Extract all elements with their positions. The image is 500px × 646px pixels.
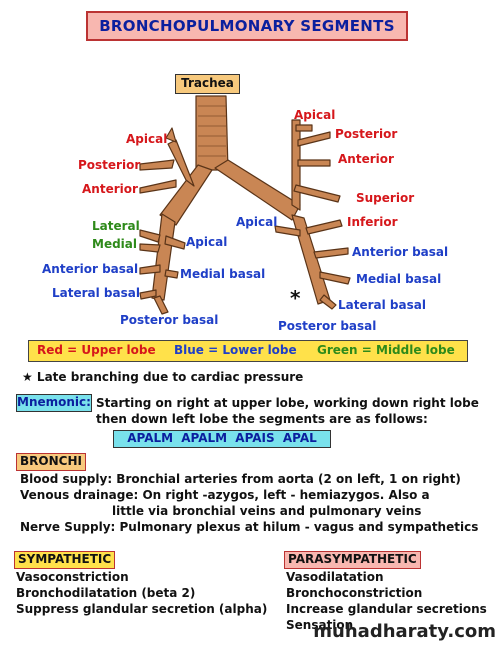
left-medial-basal-label: Medial basal [356,272,442,286]
bronchi-nerve-supply: Nerve Supply: Pulmonary plexus at hilum … [20,520,479,534]
mnemonic-line-2: then down left lobe the segments are as … [96,412,428,426]
bronchi-venous-drainage-cont: little via bronchial veins and pulmonary… [112,504,422,518]
bronchi-venous-drainage: Venous drainage: On right -azygos, left … [20,488,430,502]
sympathetic-item: Vasoconstriction [16,570,129,584]
left-anterior-basal-label: Anterior basal [352,245,449,259]
left-anterior-label: Anterior [338,152,394,166]
right-main-bronchus [159,164,213,226]
left-lateral-basal-label: Lateral basal [338,298,426,312]
parasympathetic-tag: PARASYMPATHETIC [284,551,421,569]
right-apical-lower-label: Apical [186,235,228,249]
legend-upper-lobe: Red = Upper lobe [37,343,156,357]
parasympathetic-item: Vasodilatation [286,570,384,584]
right-apical-label: Apical [126,132,168,146]
lobe-color-legend: Red = Upper lobe Blue = Lower lobe Green… [28,340,468,362]
right-medial-label: Medial [92,237,137,251]
parasympathetic-item: Increase glandular secretions [286,602,487,616]
bronchi-tag: BRONCHI [16,453,86,471]
right-posterior-basal-label: Posteror basal [120,313,219,327]
right-anterior-label: Anterior [82,182,138,196]
mnemonic-tag: Mnemonic: [16,394,92,412]
legend-lower-lobe: Blue = Lower lobe [174,343,297,357]
trachea-label: Trachea [175,74,240,94]
right-lateral-basal-label: Lateral basal [52,286,140,300]
legend-middle-lobe: Green = Middle lobe [317,343,455,357]
late-branching-star: * [290,286,301,310]
parasympathetic-item: Bronchoconstriction [286,586,423,600]
mnemonic-code: APALM APALM APAIS APAL [113,430,331,448]
left-main-bronchus [214,159,301,221]
left-inferior-label: Inferior [347,215,398,229]
right-medial-basal-label: Medial basal [180,267,266,281]
parasympathetic-item: Sensation [286,618,354,632]
right-anterior-basal-label: Anterior basal [42,262,139,276]
page-title: BRONCHOPULMONARY SEGMENTS [86,11,408,41]
left-posterior-basal-label: Posteror basal [278,319,377,333]
bronchi-blood-supply: Blood supply: Bronchial arteries from ao… [20,472,461,486]
left-apical-label: Apical [294,108,336,122]
sympathetic-item: Suppress glandular secretion (alpha) [16,602,268,616]
mnemonic-line-1: Starting on right at upper lobe, working… [96,396,479,410]
trachea-shape [195,95,229,171]
right-posterior-label: Posterior [78,158,141,172]
left-superior-label: Superior [356,191,415,205]
right-lateral-label: Lateral [92,219,140,233]
sympathetic-tag: SYMPATHETIC [14,551,116,569]
bronchial-tree-illustration [139,95,351,315]
left-posterior-label: Posterior [335,127,398,141]
left-apical-lower-label: Apical [236,215,278,229]
late-branching-note: ★ Late branching due to cardiac pressure [22,370,304,384]
watermark: muhadharaty.com [313,621,496,642]
sympathetic-item: Bronchodilatation (beta 2) [16,586,196,600]
